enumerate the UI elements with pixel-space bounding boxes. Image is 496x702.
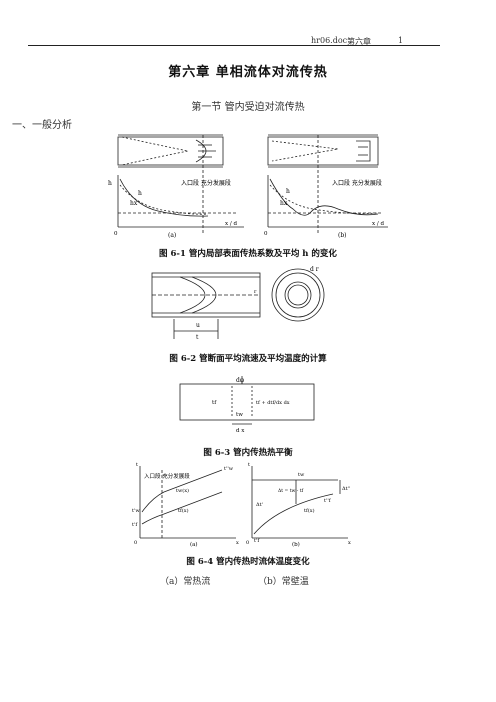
fig4-tf-b: tf(x) [304,507,315,514]
fig2-u-label: u [196,322,200,329]
header-rule [28,45,440,46]
fig1-origin-b: 0 [264,231,268,237]
fig1-h-label: h [138,190,142,197]
fig1-hx-label: hx [130,200,138,207]
chapter-title: 第六章 单相流体对流传热 [168,65,328,80]
fig4-dt-mid: Δt = tw - tf [278,488,304,494]
fig4-panel-a: (a) [190,541,198,548]
fig2-dr-label: d r [310,266,319,273]
figure-6-1-caption: 图 6-1 管内局部表面传热系数及平均 h 的变化 [159,249,337,259]
figure-6-3-caption: 图 6-3 管内传热热平衡 [203,448,293,458]
fig4-dt-right: Δt'' [342,486,350,492]
fig4-x-axis-a: x [236,540,239,546]
fig4-tf-start: t'f [254,538,260,544]
fig3-tw-label: tw [236,412,243,418]
fig4-tw-top: t''w [224,466,234,472]
header-chapter: 第六章 [347,37,371,46]
fig3-dphi-label: dφ [236,377,244,384]
fig4-x-axis-b: x [348,540,351,546]
fig3-rhs-label: tf + dtf/dx dx [256,400,290,406]
fig3-dx-label: d x [236,428,245,434]
figure-6-1: h h hx 入口段 充分发展段 x / d 0 (a) h hx 入口段 充分… [108,134,388,239]
fig1-zone-label-b: 入口段 充分发展段 [332,179,382,187]
fig4-zone-label: 入口段 充分发展段 [144,472,190,480]
fig1-origin-a: 0 [114,231,118,237]
figure-6-4-caption: 图 6-4 管内传热时流体温度变化 [186,557,310,567]
fig4-panel-b: (b) [292,541,300,548]
fig1-h-label-b: h [286,188,290,195]
fig4-t-axis-a: t [136,462,138,468]
fig3-tf-label: tf [212,400,217,406]
fig4-tw-left: t'w [132,508,140,514]
figure-6-2-caption: 图 6-2 管断面平均流速及平均温度的计算 [169,354,327,364]
fig4-origin-b: 0 [246,540,249,546]
fig1-zone-label-a: 入口段 充分发展段 [181,179,231,187]
fig4-tw-a: tw(x) [176,487,189,494]
fig2-r-label: r [254,289,257,295]
fig1-panel-a: (a) [168,232,176,239]
section-title: 第一节 管内受迫对流传热 [191,102,305,113]
fig1-hx-label-b: hx [280,200,288,207]
fig4-tf-end: t''f [324,498,332,504]
fig1-xaxis-a: x / d [225,221,237,227]
fig4-t-axis-b: t [248,462,250,468]
fig4-tf-left: t'f [132,522,138,528]
fig1-xaxis-b: x / d [372,221,384,227]
fig4-tw-b: tw [298,472,305,478]
fig1-y-label: h [108,180,112,187]
figure-6-2: u t r d r [151,266,325,341]
fig4-tf-a: tf(x) [178,507,189,514]
figure-6-4: 入口段 充分发展段 t''w tw(x) tf(x) t'w t'f t x 0… [132,462,351,548]
fig2-t-label: t [196,334,199,341]
subsection-title: 一、一般分析 [12,120,72,131]
figure-6-3: dφ tf tw tf + dtf/dx dx d x [179,376,315,434]
fig4-origin-a: 0 [134,540,137,546]
label-constant-wall-temp: （b）常壁温 [258,577,309,587]
fig1-panel-b: (b) [338,232,347,239]
label-constant-heat-flux: （a）常热流 [160,577,211,587]
header-filename: hr06.doc [311,36,348,45]
fig4-dt-left: Δt' [256,502,263,508]
header-page-number: 1 [398,36,404,45]
